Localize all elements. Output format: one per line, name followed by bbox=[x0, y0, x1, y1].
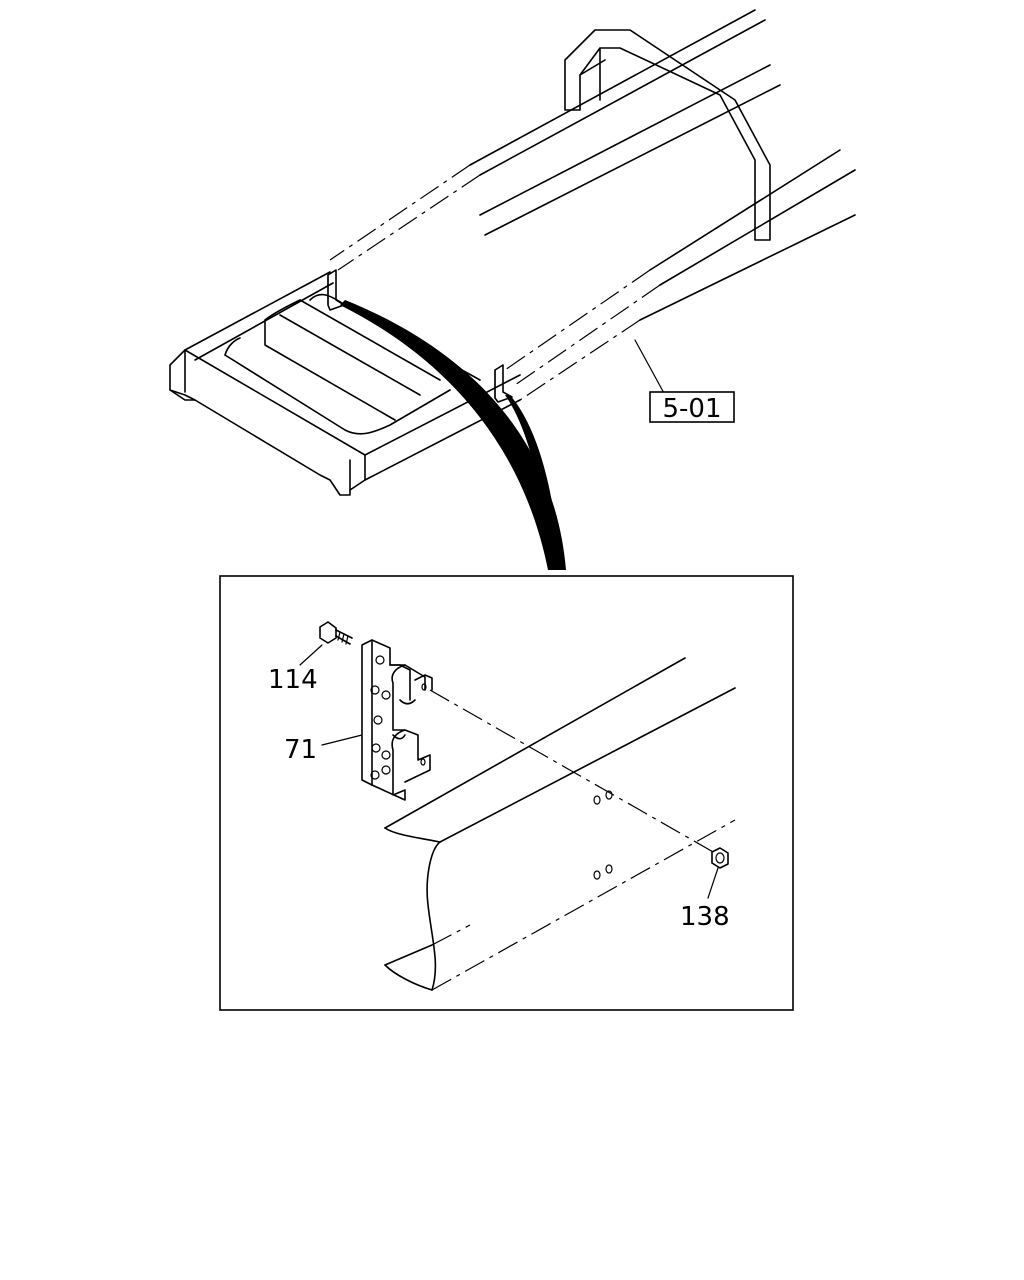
callout-138[interactable]: 138 bbox=[680, 902, 730, 932]
chassis-frame-view bbox=[169, 9, 856, 496]
reference-label: 5-01 bbox=[662, 394, 721, 424]
installation-axis bbox=[429, 689, 716, 854]
frame-rail-section bbox=[384, 657, 736, 991]
leader-138 bbox=[707, 867, 719, 899]
nut-138[interactable] bbox=[711, 847, 729, 869]
ref-leader-line bbox=[634, 339, 666, 396]
detail-inset: 114 71 138 bbox=[219, 575, 794, 1011]
far-side-rail bbox=[329, 9, 781, 271]
mounting-bracket[interactable] bbox=[361, 639, 433, 801]
leader-114 bbox=[299, 644, 323, 666]
bolt-114[interactable] bbox=[319, 621, 353, 645]
callout-71[interactable]: 71 bbox=[284, 735, 317, 765]
leader-71 bbox=[321, 734, 363, 746]
rail-bracket-right bbox=[494, 364, 513, 403]
callout-114[interactable]: 114 bbox=[268, 665, 318, 695]
near-side-rail bbox=[364, 149, 856, 481]
detail-pointer bbox=[340, 300, 566, 570]
rear-hoop-crossmember bbox=[564, 29, 771, 241]
reference-box[interactable]: 5-01 bbox=[649, 391, 735, 424]
detail-frame bbox=[219, 575, 794, 1011]
front-crossmember bbox=[169, 271, 366, 496]
